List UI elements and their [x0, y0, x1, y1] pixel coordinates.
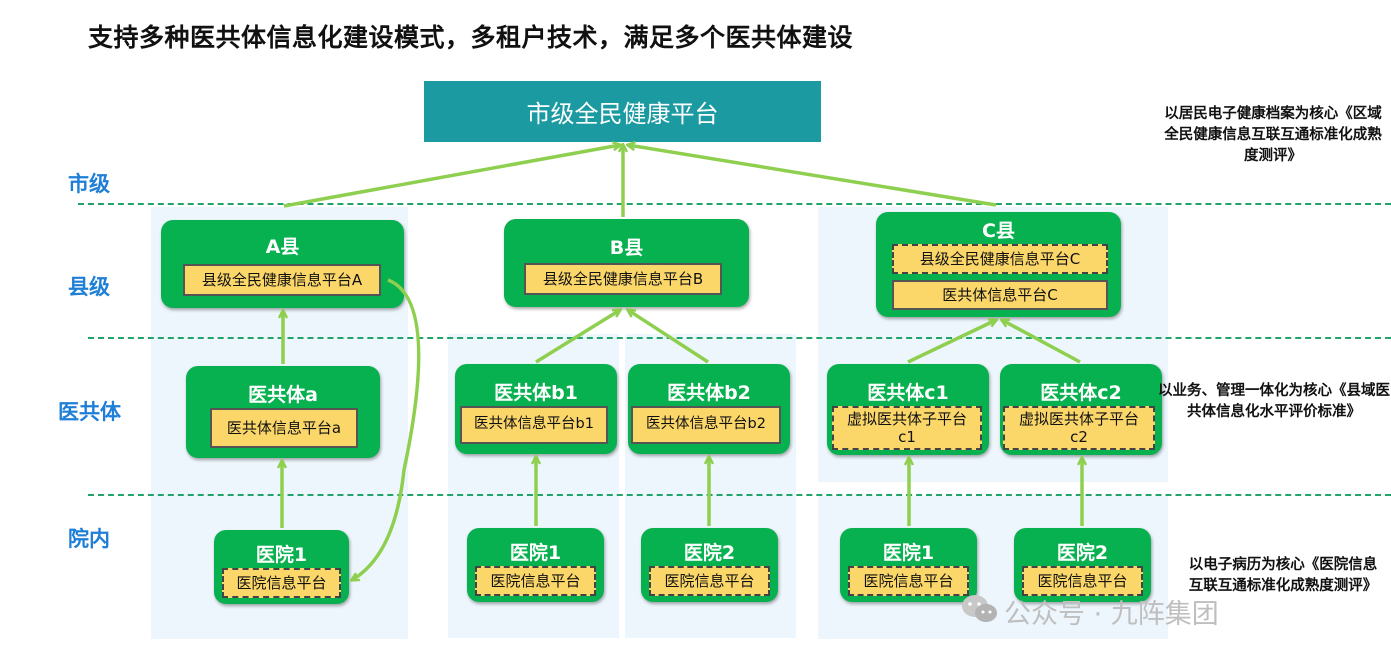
arrow-county-c-to-city [628, 145, 997, 207]
city-platform: 市级全民健康平台 [424, 81, 821, 142]
hospital-b2-box: 医院2 医院信息平台 [641, 528, 778, 602]
separator-county-alliance [88, 337, 1391, 339]
alliance-c1-name: 医共体c1 [867, 382, 949, 404]
arrow-county-a-to-hospital-a1 [352, 278, 421, 580]
level-label-county: 县级 [68, 275, 110, 299]
hospital-a1-platform: 医院信息平台 [222, 568, 341, 598]
alliance-b2-platform: 医共体信息平台b2 [631, 406, 781, 444]
alliance-b1-platform: 医共体信息平台b1 [460, 406, 608, 444]
panel-divider [619, 334, 625, 638]
hospital-b1-platform: 医院信息平台 [475, 566, 596, 596]
alliance-c1-box: 医共体c1 虚拟医共体子平台c1 [827, 364, 989, 455]
alliance-c2-box: 医共体c2 虚拟医共体子平台c2 [1000, 364, 1162, 455]
alliance-b2-box: 医共体b2 医共体信息平台b2 [628, 364, 790, 454]
county-c-name: C县 [982, 220, 1015, 242]
county-a-platform: 县级全民健康信息平台A [183, 264, 381, 296]
hospital-c2-box: 医院2 医院信息平台 [1014, 528, 1151, 602]
hospital-c2-platform: 医院信息平台 [1022, 566, 1143, 596]
hospital-b2-name: 医院2 [683, 542, 736, 564]
arrow-alliance-c1-to-county-c [907, 320, 996, 364]
watermark-text: 公众号 · 九阵集团 [1004, 599, 1219, 630]
alliance-c1-platform: 虚拟医共体子平台c1 [832, 406, 982, 450]
county-b-name: B县 [609, 237, 644, 259]
county-c-alliance-platform: 医共体信息平台C [892, 280, 1108, 310]
level-label-alliance: 医共体 [58, 400, 121, 424]
level-label-city: 市级 [68, 172, 110, 196]
wechat-icon [960, 592, 998, 626]
county-a-name: A县 [265, 236, 300, 258]
county-b-box: B县 县级全民健康信息平台B [504, 219, 749, 307]
note-hospital: 以电子病历为核心《医院信息互联互通标准化成熟度测评》 [1188, 557, 1378, 595]
hospital-b1-box: 医院1 医院信息平台 [467, 528, 604, 602]
alliance-c2-name: 医共体c2 [1040, 382, 1122, 404]
hospital-b2-platform: 医院信息平台 [649, 566, 770, 596]
level-label-hospital: 院内 [68, 527, 110, 551]
arrow-alliance-b2-to-county-b [628, 310, 709, 364]
arrow-county-a-to-city [283, 145, 620, 208]
note-city: 以居民电子健康档案为核心《区域全民健康信息互联互通标准化成熟度测评》 [1164, 106, 1382, 165]
alliance-b1-box: 医共体b1 医共体信息平台b1 [455, 364, 617, 454]
county-a-box: A县 县级全民健康信息平台A [161, 220, 404, 308]
alliance-c2-platform: 虚拟医共体子平台c2 [1003, 406, 1155, 450]
county-b-platform: 县级全民健康信息平台B [524, 263, 722, 295]
arrow-alliance-b1-to-county-b [535, 310, 620, 364]
separator-alliance-hospital [88, 494, 1391, 496]
alliance-b2-name: 医共体b2 [667, 382, 751, 404]
alliance-a-box: 医共体a 医共体信息平台a [186, 366, 380, 458]
arrow-alliance-c2-to-county-c [1002, 320, 1081, 364]
separator-city-county [78, 203, 1391, 205]
hospital-c1-platform: 医院信息平台 [848, 566, 969, 596]
county-c-platform: 县级全民健康信息平台C [892, 244, 1108, 274]
hospital-c1-box: 医院1 医院信息平台 [840, 528, 977, 602]
hospital-c2-name: 医院2 [1056, 542, 1109, 564]
hospital-a1-box: 医院1 医院信息平台 [214, 530, 349, 604]
note-alliance: 以业务、管理一体化为核心《县域医共体信息化水平评价标准》 [1158, 383, 1390, 421]
hospital-a1-name: 医院1 [255, 544, 308, 566]
alliance-a-platform: 医共体信息平台a [210, 408, 358, 448]
county-c-box: C县 县级全民健康信息平台C 医共体信息平台C [876, 212, 1121, 317]
alliance-a-name: 医共体a [248, 384, 318, 406]
hospital-c1-name: 医院1 [882, 542, 935, 564]
alliance-b1-name: 医共体b1 [494, 382, 578, 404]
page-title: 支持多种医共体信息化建设模式，多租户技术，满足多个医共体建设 [88, 23, 854, 52]
hospital-b1-name: 医院1 [509, 542, 562, 564]
